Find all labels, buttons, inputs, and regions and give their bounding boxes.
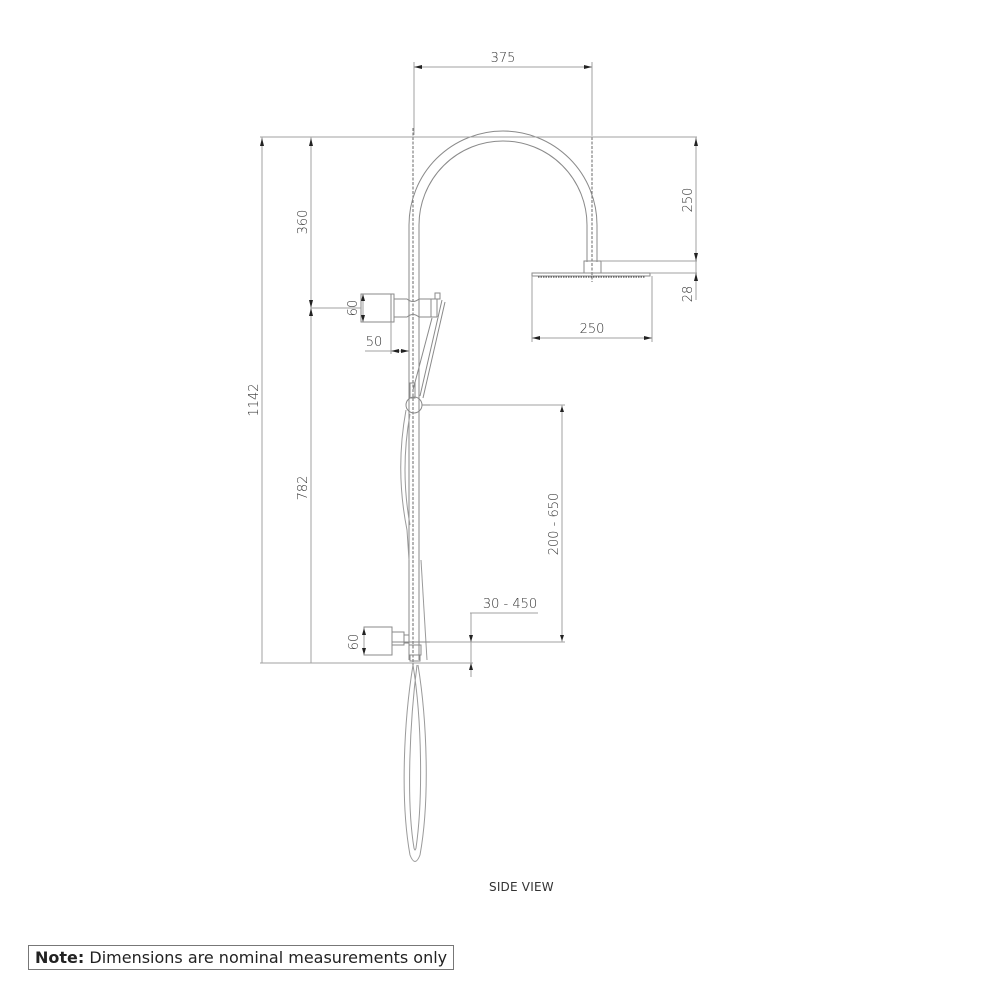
note-box: Note: Dimensions are nominal measurement… [28,945,455,970]
note-label: Note: [35,948,85,967]
svg-text:250: 250 [580,322,605,337]
svg-text:782: 782 [296,476,311,501]
note-text: Dimensions are nominal measurements only [84,948,448,967]
svg-text:28: 28 [681,286,696,303]
upper-wall-bracket [360,292,441,323]
riser-rail [408,300,420,660]
svg-text:375: 375 [491,51,516,66]
slider-knob [405,382,430,414]
svg-text:60: 60 [346,300,361,317]
svg-text:360: 360 [296,210,311,235]
svg-text:1142: 1142 [247,383,262,416]
dimension-overall-height: 1142 [247,137,264,663]
dimension-bracket-projection: 50 [365,322,409,354]
shower-head [531,260,651,278]
view-caption: SIDE VIEW [489,880,554,894]
dimension-lower-bracket-height: 60 [347,628,366,655]
hose [400,409,428,862]
lower-wall-bracket [363,626,430,662]
dimension-diverter-offset: 30 - 450 [469,597,538,677]
hand-shower [412,299,446,399]
dimension-head-diameter: 250 [531,276,653,342]
dimension-top-to-bracket: 360 [296,137,361,663]
svg-text:250: 250 [681,188,696,213]
svg-text:60: 60 [347,634,362,651]
dimension-bracket-spacing: 782 [296,476,311,501]
svg-text:200 - 650: 200 - 650 [547,493,562,556]
dimension-upper-bracket-height: 60 [346,294,365,322]
dimension-arm-reach: 375 [413,51,593,135]
svg-text:50: 50 [366,335,383,350]
dimension-slider-range: 200 - 650 [430,404,565,643]
svg-text:30 - 450: 30 - 450 [483,597,537,612]
dimension-head-thickness: 28 [681,286,696,303]
dimension-arm-drop: 250 [601,137,698,300]
gooseneck-arm [408,130,598,300]
